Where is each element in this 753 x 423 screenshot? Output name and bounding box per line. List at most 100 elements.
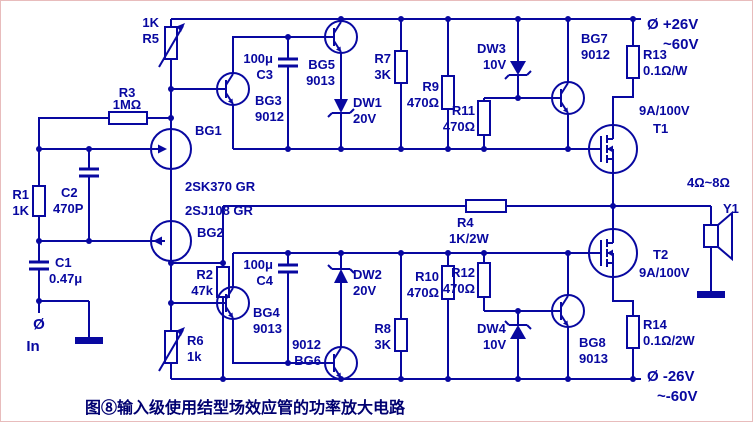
label-r2-name: R2 [196,267,213,282]
label-r6-name: R6 [187,333,204,348]
label-bg1-name: BG1 [195,123,222,138]
label-r14-value: 0.1Ω/2W [643,333,695,348]
label-bg3-name: BG3 [255,93,282,108]
label-c2-name: C2 [61,185,78,200]
label-bg2-name: BG2 [197,225,224,240]
label-r7-name: R7 [374,51,391,66]
label-bg4-name: BG4 [253,305,281,320]
label-r11-name: R11 [452,103,475,118]
label-r12-value: 470Ω [443,281,475,296]
resistor-r4 [465,199,507,213]
power-positive-line1: Ø +26V [647,16,698,33]
ground-symbol-speaker [697,291,725,298]
label-r2-value: 47k [191,283,213,298]
transistor-bg7 [551,81,585,115]
label-bg5-value: 9013 [306,73,335,88]
speaker-y1 [703,210,733,262]
ground-symbol-input [75,337,103,344]
label-dw3-name: DW3 [477,41,506,56]
power-positive-line2: ~60V [663,36,698,53]
label-c1-name: C1 [55,255,72,270]
label-speaker-name: Y1 [723,201,739,216]
transistor-bg6 [324,346,358,380]
zener-dw1 [327,99,355,118]
label-c1-value: 0.47μ [49,271,82,286]
label-bg2-type: 2SJ108 GR [185,203,254,218]
label-t2-rating: 9A/100V [639,265,690,280]
transistor-bg5 [324,20,358,54]
wire-layer [38,18,712,380]
transistor-bg4 [216,286,250,320]
label-c4-value: 100μ [243,257,273,272]
label-c4-name: C4 [256,273,273,288]
zener-dw4 [504,320,532,339]
label-r5-name: R5 [142,31,159,46]
resistor-r6 [158,327,185,372]
label-speaker-impedance: 4Ω~8Ω [687,175,730,190]
label-bg6-name: BG6 [294,353,321,368]
transistor-bg3 [216,72,250,106]
label-r4-value: 1K/2W [449,231,489,246]
label-r10-value: 470Ω [407,285,439,300]
resistor-r7 [394,50,408,84]
label-bg8-value: 9013 [579,351,608,366]
resistor-r1 [32,185,46,217]
label-dw1-value: 20V [353,111,376,126]
label-dw2-name: DW2 [353,267,382,282]
label-t2-name: T2 [653,247,668,262]
label-dw3-value: 10V [483,57,506,72]
label-r11-value: 470Ω [443,119,475,134]
label-bg1-type: 2SK370 GR [185,179,256,194]
label-bg5-name: BG5 [308,57,335,72]
figure-caption: 图⑧输入级使用结型场效应管的功率放大电路 [85,398,406,417]
capacitor-c2 [79,167,99,178]
capacitor-c3 [278,57,298,68]
label-c3-value: 100μ [243,51,273,66]
power-negative-line1: Ø -26V [647,368,695,385]
capacitor-c1 [29,260,49,271]
input-terminal-symbol: Ø [33,316,45,333]
transistor-bg8 [551,294,585,328]
label-t1-name: T1 [653,121,668,136]
mosfet-t1 [588,124,638,174]
resistor-r14 [626,315,640,349]
label-bg6-value: 9012 [292,337,321,352]
label-r12-name: R12 [451,265,475,280]
label-r3-name: R3 [119,85,136,100]
resistor-r10 [441,265,455,300]
resistor-r8 [394,318,408,352]
resistor-r13 [626,45,640,79]
jfet-bg1 [150,128,192,170]
label-r13-name: R13 [643,47,667,62]
label-dw2-value: 20V [353,283,376,298]
label-r9-value: 470Ω [407,95,439,110]
label-dw1-name: DW1 [353,95,382,110]
label-bg7-value: 9012 [581,47,610,62]
label-c2-value: 470P [53,201,84,216]
zener-dw3 [504,61,532,80]
label-bg7-name: BG7 [581,31,608,46]
resistor-r11 [477,100,491,136]
label-r1-value: 1K [12,203,29,218]
label-r1-name: R1 [12,187,29,202]
label-r10-name: R10 [415,269,439,284]
resistor-r5 [158,23,185,68]
label-r3-value: 1MΩ [113,97,141,112]
resistor-r3 [108,111,148,125]
label-r14-name: R14 [643,317,668,332]
label-r8-name: R8 [374,321,391,336]
label-layer: 1K R5 R3 1MΩ BG1 2SK370 GR 2SJ108 GR BG2… [12,15,739,417]
capacitor-c4 [278,263,298,274]
label-bg4-value: 9013 [253,321,282,336]
label-r8-value: 3K [374,337,391,352]
resistor-r12 [477,262,491,298]
resistor-r2 [216,266,230,298]
label-c3-name: C3 [256,67,273,82]
label-r4-name: R4 [457,215,474,230]
label-dw4-value: 10V [483,337,506,352]
zener-dw2 [327,264,355,283]
junction-dots [36,16,636,382]
label-t1-rating: 9A/100V [639,103,690,118]
